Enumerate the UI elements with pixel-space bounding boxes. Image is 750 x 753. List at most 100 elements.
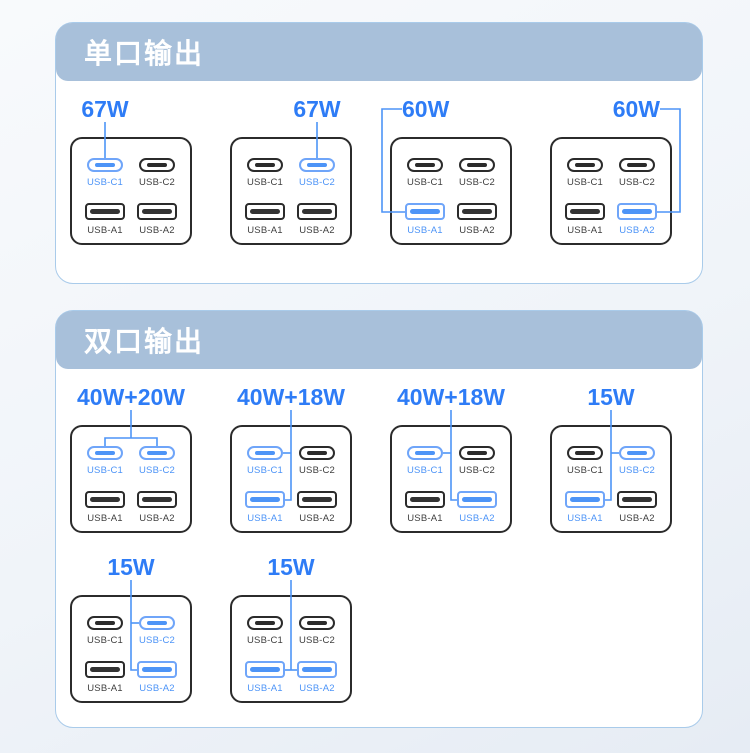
port-pin: [415, 163, 435, 167]
usb-c1-port-group: USB-C1: [245, 446, 285, 476]
usb-a2-port-group: USB-A2: [137, 491, 177, 524]
usb-a2-port: [297, 203, 337, 220]
usb-c1-port-group: USB-C1: [85, 446, 125, 476]
port-pin: [622, 209, 652, 214]
usb-a2-port: [617, 491, 657, 508]
usb-a2-port-active: [617, 203, 657, 220]
usb-a1-port: [85, 491, 125, 508]
usb-c1-port-active: [87, 158, 123, 172]
wattage-label: 15W: [107, 554, 155, 580]
usb-a1-port-group: USB-A1: [565, 491, 605, 524]
port-pin: [147, 451, 167, 455]
usb-a1-port-active: [405, 203, 445, 220]
usb-a2-label: USB-A2: [619, 513, 655, 524]
wattage-label: 15W: [587, 384, 635, 410]
usb-a2-port-group: USB-A2: [457, 203, 497, 236]
usb-a2-label: USB-A2: [299, 225, 335, 236]
usb-a1-port: [85, 661, 125, 678]
usb-a2-label: USB-A2: [139, 513, 175, 524]
wattage-label: 15W: [267, 554, 315, 580]
usb-a2-port-group: USB-A2: [297, 661, 337, 694]
usb-a1-label: USB-A1: [567, 225, 603, 236]
usb-c2-port: [299, 446, 335, 460]
port-pin: [95, 163, 115, 167]
usb-c2-port: [459, 158, 495, 172]
usb-c2-label: USB-C2: [458, 177, 496, 188]
usb-c1-port: [247, 616, 283, 630]
usb-a2-label: USB-A2: [459, 513, 495, 524]
port-pin: [90, 497, 120, 502]
port-pin: [142, 209, 172, 214]
usb-a2-port-active: [137, 661, 177, 678]
usb-c2-label: USB-C2: [618, 465, 656, 476]
port-pin: [570, 497, 600, 502]
usb-a2-label: USB-A2: [619, 225, 655, 236]
wattage-label: 40W+20W: [76, 384, 185, 410]
usb-c2-port-group: USB-C2: [297, 158, 337, 188]
usb-c2-port-active: [619, 446, 655, 460]
usb-a2-port-group: USB-A2: [617, 491, 657, 524]
section-header: 双口输出: [56, 311, 702, 369]
usb-c2-port-group: USB-C2: [297, 446, 337, 476]
port-pin: [255, 163, 275, 167]
usb-a1-port-group: USB-A1: [245, 491, 285, 524]
usb-c2-label: USB-C2: [138, 465, 176, 476]
section-title: 双口输出: [84, 326, 205, 357]
port-pin: [622, 497, 652, 502]
port-pin: [250, 209, 280, 214]
usb-a2-port: [137, 203, 177, 220]
usb-a2-port-group: USB-A2: [617, 203, 657, 236]
usb-a2-label: USB-A2: [139, 225, 175, 236]
usb-c2-port-group: USB-C2: [457, 446, 497, 476]
usb-a1-port-group: USB-A1: [245, 661, 285, 694]
usb-a2-port-active: [297, 661, 337, 678]
usb-a1-label: USB-A1: [247, 225, 283, 236]
usb-c2-port: [459, 446, 495, 460]
usb-a1-label: USB-A1: [407, 513, 443, 524]
usb-c1-port-group: USB-C1: [85, 616, 125, 646]
usb-c1-port-group: USB-C1: [245, 616, 285, 646]
usb-c2-port-active: [299, 158, 335, 172]
port-pin: [462, 497, 492, 502]
port-pin: [147, 621, 167, 625]
port-pin: [302, 497, 332, 502]
usb-c1-port-active: [407, 446, 443, 460]
usb-c2-label: USB-C2: [458, 465, 496, 476]
usb-a2-port-group: USB-A2: [457, 491, 497, 524]
usb-c2-label: USB-C2: [298, 635, 336, 646]
usb-c1-port: [567, 158, 603, 172]
port-pin: [627, 451, 647, 455]
usb-a1-port-active: [245, 661, 285, 678]
usb-a2-port: [457, 203, 497, 220]
usb-c2-label: USB-C2: [138, 177, 176, 188]
usb-c2-port: [139, 158, 175, 172]
section-header: 单口输出: [56, 23, 702, 81]
usb-a1-port-group: USB-A1: [565, 203, 605, 236]
usb-a1-label: USB-A1: [247, 683, 283, 694]
usb-a1-port: [245, 203, 285, 220]
usb-c1-label: USB-C1: [566, 177, 604, 188]
port-pin: [410, 209, 440, 214]
port-pin: [467, 163, 487, 167]
usb-a1-port: [565, 203, 605, 220]
usb-c1-label: USB-C1: [86, 635, 124, 646]
usb-c1-label: USB-C1: [406, 177, 444, 188]
usb-a2-port-active: [457, 491, 497, 508]
wattage-label: 40W+18W: [396, 384, 505, 410]
usb-c2-label: USB-C2: [298, 177, 336, 188]
port-pin: [147, 163, 167, 167]
port-pin: [90, 209, 120, 214]
wattage-label: 40W+18W: [236, 384, 345, 410]
